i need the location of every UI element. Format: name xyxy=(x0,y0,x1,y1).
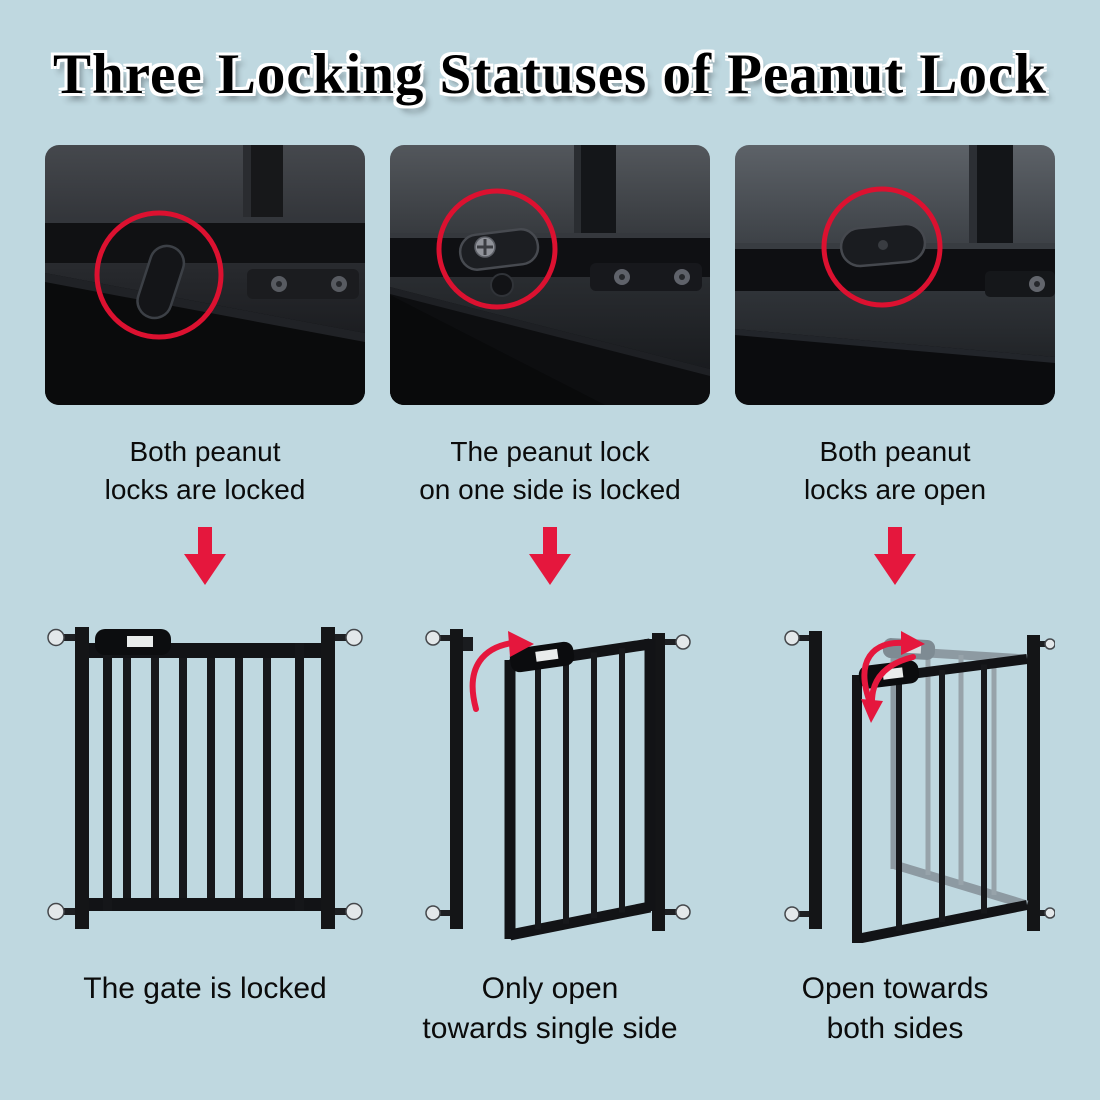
pressure-mount-pad xyxy=(345,628,363,647)
gate-handle xyxy=(509,641,575,673)
down-arrow-icon xyxy=(184,527,226,585)
column-both-open: Both peanut locks are open xyxy=(735,145,1055,1048)
pressure-mount-pad xyxy=(675,904,691,920)
screw-center xyxy=(619,274,625,280)
pressure-mount-pad xyxy=(47,628,65,647)
pressure-mount-pad xyxy=(425,905,441,921)
lever-pivot xyxy=(878,240,888,250)
door-bars xyxy=(535,648,625,930)
gate-rail-highlight xyxy=(45,217,365,223)
result-caption-line1: Only open xyxy=(481,972,619,1005)
status-caption: Both peanut locks are locked xyxy=(105,433,306,513)
mounting-plate xyxy=(590,263,702,291)
lock-photo-both-open xyxy=(735,145,1055,405)
highlight-circle-icon xyxy=(821,186,943,308)
door-stile xyxy=(103,643,112,911)
door-bars-front xyxy=(896,664,987,931)
screw-center xyxy=(1034,281,1040,287)
gate-frame-mass xyxy=(45,273,365,405)
gate-left-post xyxy=(75,627,89,929)
gate-frame-edge xyxy=(390,287,710,376)
peanut-lock-lever-locked xyxy=(136,244,186,320)
status-caption-line2: locks are locked xyxy=(104,473,306,505)
gate-right-post xyxy=(1027,635,1040,931)
pressure-mount-pad xyxy=(784,630,800,646)
screw-cross xyxy=(477,239,493,255)
gate-frame-edge xyxy=(45,273,365,342)
columns-grid: Both peanut locks are locked xyxy=(0,145,1100,1048)
lock-closeup-one-side-image xyxy=(390,145,710,405)
curved-arrow-icon xyxy=(861,631,925,708)
gate-left-post xyxy=(450,629,463,929)
result-caption-line1: Open towards xyxy=(801,972,989,1005)
status-caption: The peanut lock on one side is locked xyxy=(419,433,681,513)
screw-center xyxy=(276,281,282,287)
gate-single-open-image xyxy=(425,629,691,941)
pressure-mount-pad xyxy=(345,902,363,921)
column-both-locked: Both peanut locks are locked xyxy=(45,145,365,1048)
gate-both-open-image xyxy=(784,630,1055,943)
result-caption-line2: towards single side xyxy=(422,1011,678,1045)
lock-closeup-both-open-image xyxy=(735,145,1055,405)
door-frame-open xyxy=(504,638,656,941)
gate-bottom-rail xyxy=(89,898,321,911)
result-caption: Open towards both sides xyxy=(802,969,989,1048)
door-stile xyxy=(295,643,304,911)
curved-arrow-icon xyxy=(861,654,916,723)
status-caption-line2: locks are open xyxy=(803,473,987,505)
mounting-plate xyxy=(247,269,359,299)
gate-illustration-both-open xyxy=(735,613,1055,943)
pressure-mount-pad xyxy=(675,634,691,650)
pressure-mount-pad xyxy=(47,902,65,921)
result-caption-line2: both sides xyxy=(826,1011,964,1045)
result-caption: Only open towards single side xyxy=(422,969,677,1048)
handle-label xyxy=(127,636,153,647)
gate-illustration-single-open xyxy=(390,613,710,943)
status-caption-line1: Both peanut xyxy=(129,436,281,467)
lock-photo-both-locked xyxy=(45,145,365,405)
gate-illustration-closed xyxy=(45,613,365,943)
handle-label xyxy=(535,648,559,662)
down-arrow-icon xyxy=(874,527,916,585)
gate-frame-edge xyxy=(735,329,1055,363)
pressure-mount-pad xyxy=(1044,638,1055,650)
gate-right-post xyxy=(321,627,335,929)
door-bars-back xyxy=(925,653,997,895)
highlight-circle-icon xyxy=(94,210,224,340)
gate-frame-corner xyxy=(390,295,605,405)
gate-closed-image xyxy=(47,627,363,929)
lock-knob xyxy=(490,273,514,297)
column-one-side-locked: The peanut lock on one side is locked xyxy=(390,145,710,1048)
gate-rail xyxy=(45,217,365,263)
page-title: Three Locking Statuses of Peanut Lock xyxy=(53,43,1047,106)
lock-closeup-both-locked-image xyxy=(45,145,365,405)
status-caption-line1: The peanut lock xyxy=(450,436,650,467)
down-arrow-icon xyxy=(529,527,571,585)
gate-rail-highlight xyxy=(390,233,710,238)
gate-post-highlight xyxy=(243,145,251,257)
lock-photo-one-side-locked xyxy=(390,145,710,405)
gate-left-post xyxy=(809,631,822,929)
gate-post-highlight xyxy=(969,145,977,251)
pressure-mount-pad xyxy=(784,906,800,922)
door-bars xyxy=(123,658,271,898)
result-caption-line1: The gate is locked xyxy=(83,972,327,1005)
result-caption: The gate is locked xyxy=(83,969,326,1009)
gate-frame-mass xyxy=(735,329,1055,405)
highlight-circle-icon xyxy=(436,188,558,310)
screw-center xyxy=(679,274,685,280)
latch-catch xyxy=(463,637,473,651)
screw-center xyxy=(336,281,342,287)
gate-post-highlight xyxy=(574,145,581,239)
status-caption-line1: Both peanut xyxy=(819,436,971,467)
pressure-mount-pad xyxy=(1044,907,1055,919)
status-caption: Both peanut locks are open xyxy=(804,433,986,513)
status-caption-line2: on one side is locked xyxy=(419,473,681,505)
pressure-mount-pad xyxy=(425,630,441,646)
curved-arrow-icon xyxy=(469,631,534,712)
